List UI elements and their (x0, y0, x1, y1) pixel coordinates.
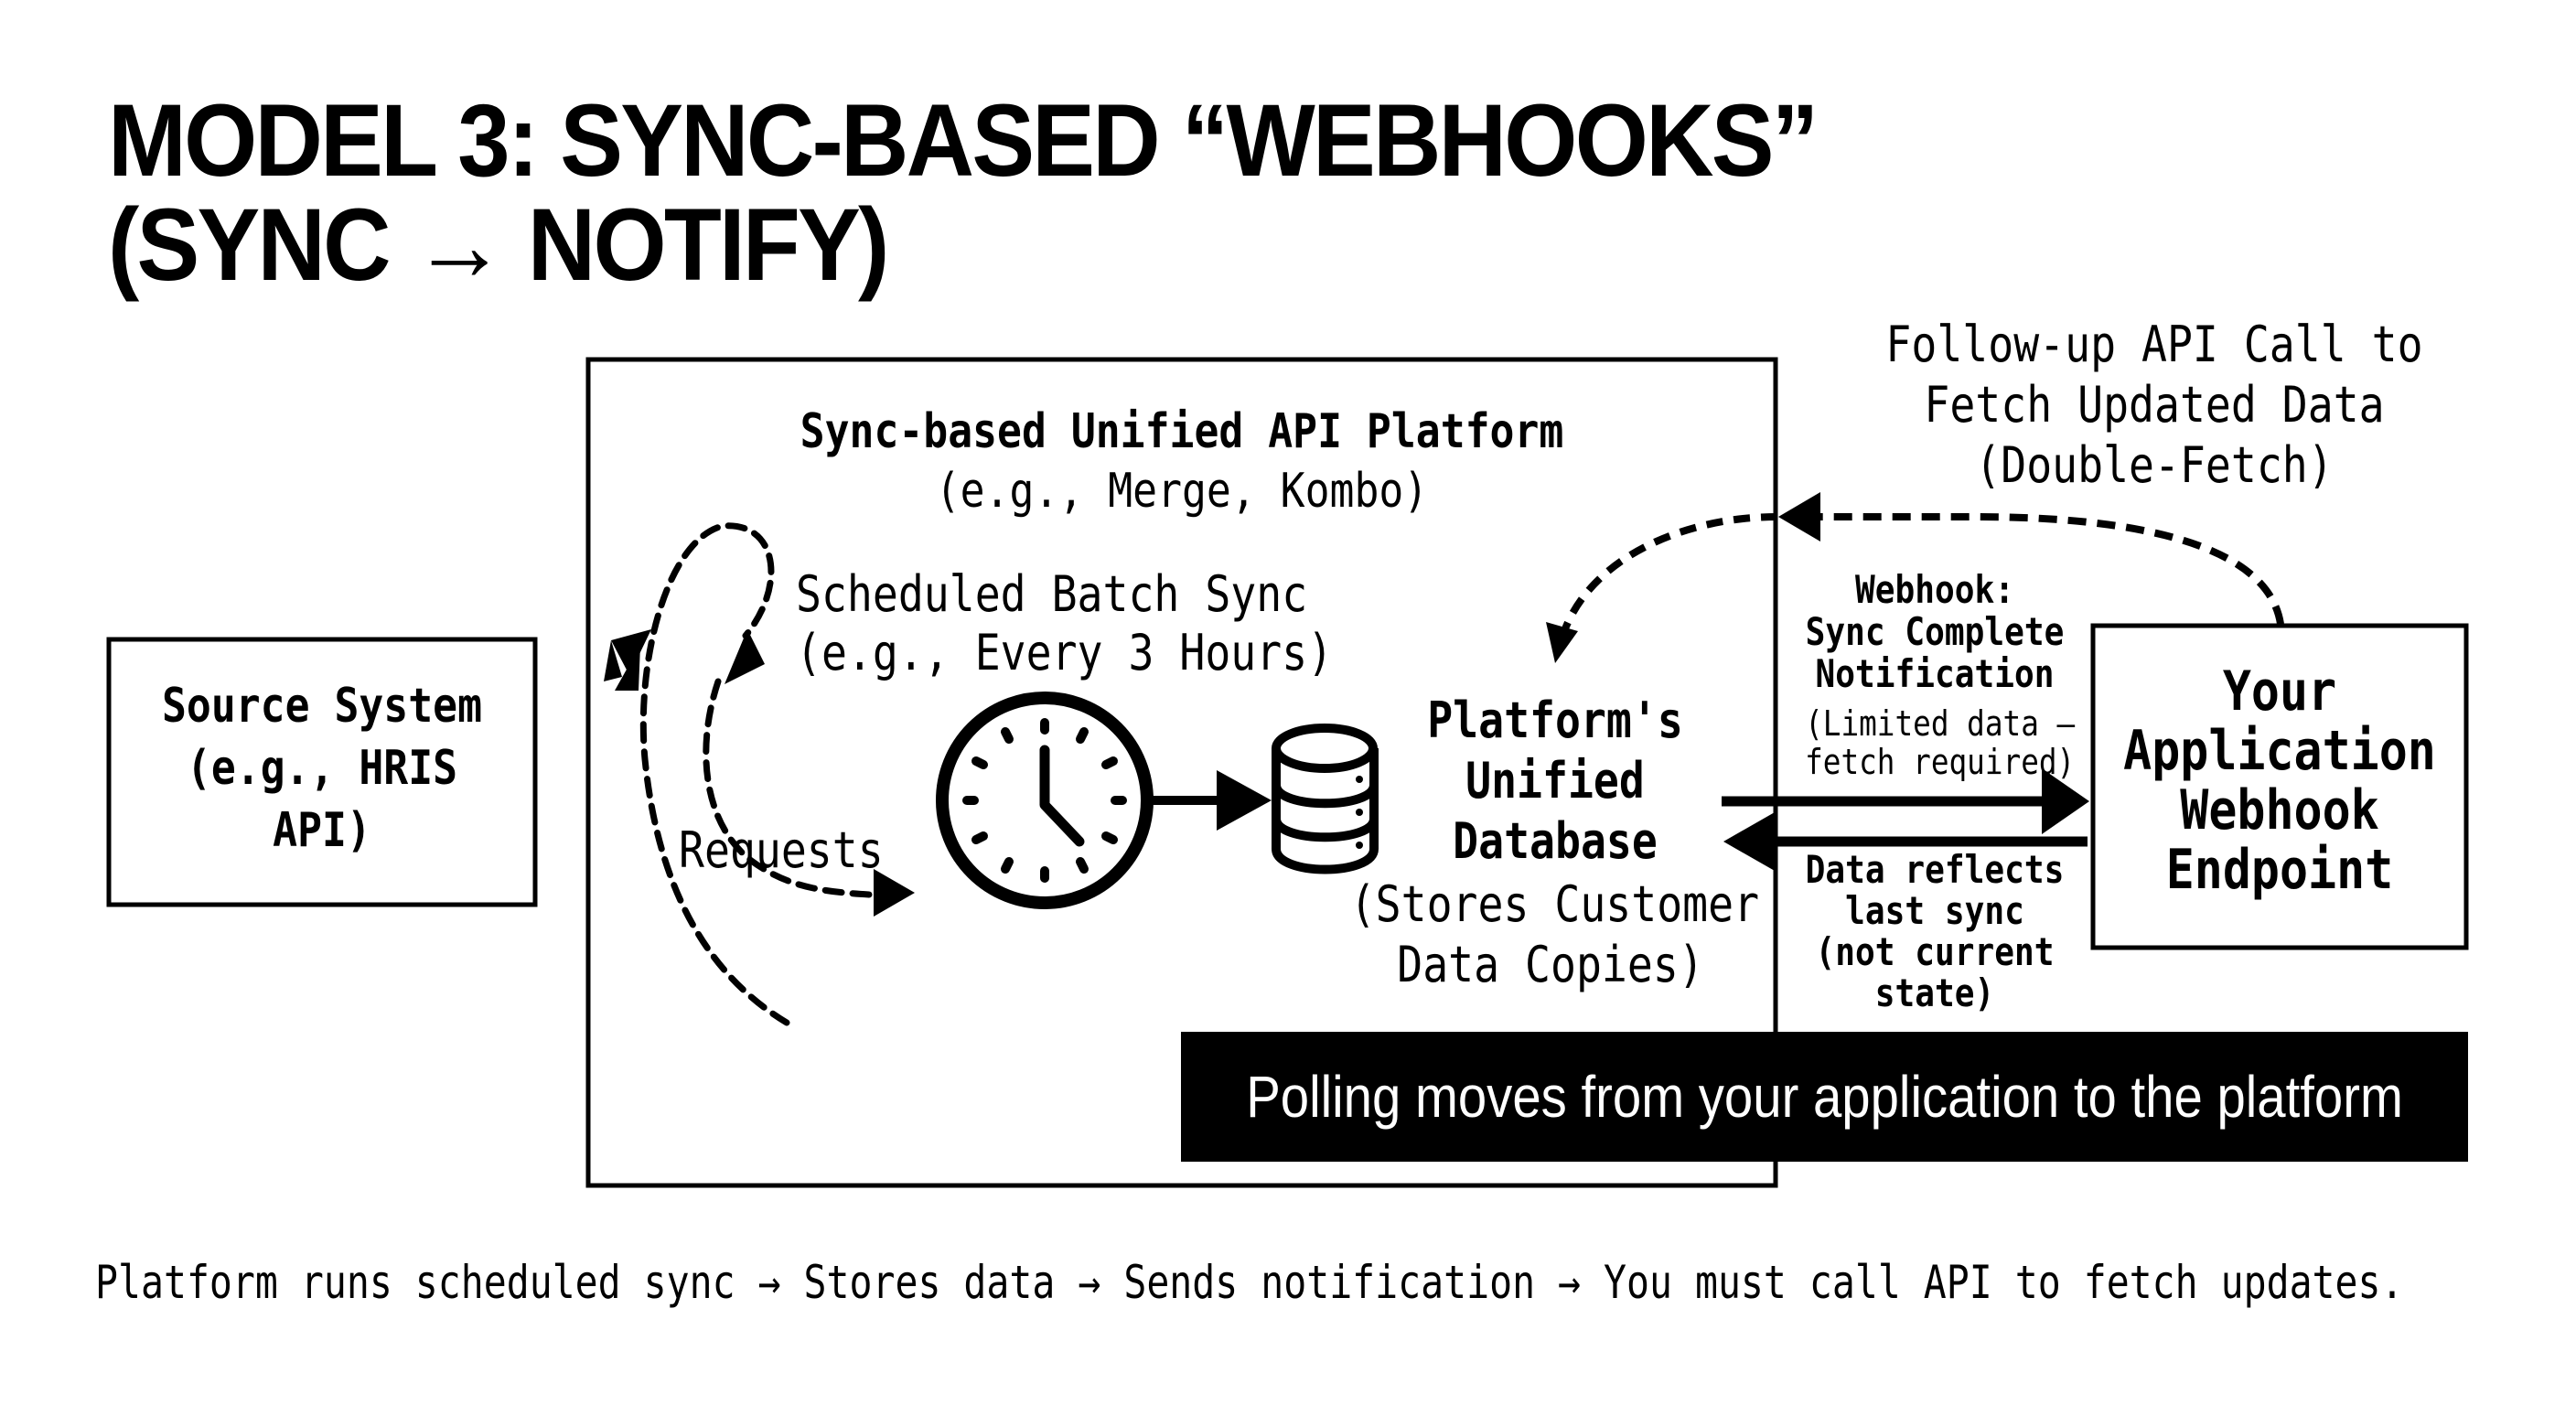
webhook-notification-note: (Limited data – fetch required) (1784, 704, 2086, 781)
webhook-label-line-3: Notification (1815, 651, 2055, 696)
database-label-line-1: Platform's (1427, 692, 1683, 749)
database-note: (Stores Customer Data Copies) (1317, 874, 1784, 995)
database-note-line-1: (Stores Customer (1349, 875, 1760, 933)
follow-up-line-3: (Double-Fetch) (1975, 436, 2334, 494)
webhook-note-line-1: (Limited data – (1805, 703, 2076, 744)
loop-arrowhead-down (724, 629, 765, 684)
page-title-line-2: (SYNC → NOTIFY) (108, 188, 889, 302)
polling-banner: Polling moves from your application to t… (1181, 1032, 2468, 1162)
sync-loop-arrow (639, 522, 873, 1026)
webhook-note-line-2: fetch required) (1805, 742, 2076, 782)
database-label-line-3: Database (1453, 812, 1658, 870)
scheduled-sync-label: Scheduled Batch Sync (e.g., Every 3 Hour… (796, 565, 1421, 682)
page-title-line-1: MODEL 3: SYNC-BASED “WEBHOOKS” (108, 83, 1819, 198)
platform-container (585, 357, 1778, 1188)
requests-label: Requests (679, 821, 884, 879)
webhook-notification-label: Webhook: Sync Complete Notification (1784, 569, 2086, 695)
source-system-label: Source System (e.g., HRIS API) (109, 675, 535, 862)
webhook-label-line-2: Sync Complete (1805, 609, 2065, 654)
follow-up-line-2: Fetch Updated Data (1924, 376, 2385, 434)
application-box (2090, 623, 2469, 950)
follow-up-arrow (1793, 513, 2284, 625)
database-label-line-2: Unified (1465, 752, 1645, 810)
data-reflects-line-3: (not current (1815, 929, 2055, 974)
platform-subtitle: (e.g., Merge, Kombo) (588, 462, 1776, 520)
follow-up-line-1: Follow-up API Call to (1885, 316, 2423, 373)
follow-up-label: Follow-up API Call to Fetch Updated Data… (1830, 315, 2479, 496)
follow-up-arrowhead-db (1546, 622, 1578, 663)
database-label: Platform's Unified Database (1354, 691, 1756, 872)
polling-banner-text: Polling moves from your application to t… (1246, 1064, 2403, 1130)
data-reflects-line-1: Data reflects (1805, 847, 2065, 892)
scheduled-sync-line-2: (e.g., Every 3 Hours) (796, 624, 1334, 681)
application-line-2: Application (2123, 719, 2436, 783)
application-line-1: Your (2222, 660, 2337, 724)
data-reflects-line-2: last sync (1845, 888, 2024, 933)
source-system-line-3: API) (273, 803, 371, 858)
source-system-line-2: (e.g., HRIS (186, 741, 458, 796)
scheduled-sync-line-1: Scheduled Batch Sync (796, 565, 1308, 623)
application-line-4: Endpoint (2165, 838, 2394, 902)
source-system-line-1: Source System (161, 679, 483, 734)
database-icon (1272, 724, 1379, 874)
data-reflects-label: Data reflects last sync (not current sta… (1784, 849, 2086, 1014)
clock-icon (936, 692, 1154, 909)
database-note-line-2: Data Copies) (1397, 936, 1704, 993)
webhook-label-line-1: Webhook: (1855, 567, 2014, 612)
platform-subtitle-text: (e.g., Merge, Kombo) (935, 464, 1429, 519)
platform-title: Sync-based Unified API Platform (588, 402, 1776, 461)
application-label: Your Application Webhook Endpoint (2093, 662, 2466, 900)
platform-title-text: Sync-based Unified API Platform (800, 404, 1564, 459)
requests-arrowhead (874, 869, 915, 917)
loop-arrowhead-up (611, 629, 651, 675)
footer-summary: Platform runs scheduled sync → Stores da… (95, 1256, 2404, 1309)
data-reflects-line-4: state) (1874, 971, 1995, 1015)
source-system-box (106, 637, 538, 907)
application-line-3: Webhook (2180, 778, 2379, 842)
